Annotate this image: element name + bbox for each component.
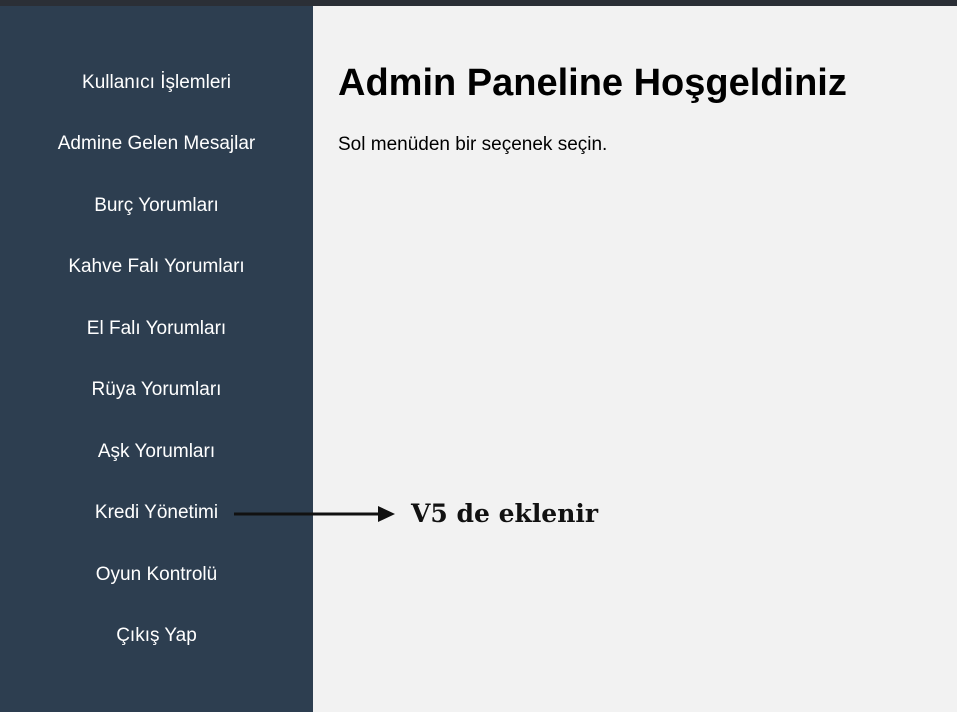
sidebar-item-kullanici-islemleri[interactable]: Kullanıcı İşlemleri (82, 72, 231, 93)
page-title: Admin Paneline Hoşgeldiniz (338, 62, 847, 104)
sidebar-item-ask-yorumlari[interactable]: Aşk Yorumları (97, 441, 216, 462)
sidebar-item-ruya-yorumlari[interactable]: Rüya Yorumları (91, 379, 222, 400)
arrow-right-icon (234, 506, 395, 522)
sidebar-item-el-fali-yorumlari[interactable]: El Falı Yorumları (86, 318, 227, 339)
main-content: Admin Paneline Hoşgeldiniz Sol menüden b… (313, 6, 957, 712)
sidebar-item-kahve-fali-yorumlari[interactable]: Kahve Falı Yorumları (68, 256, 245, 277)
page-subtitle: Sol menüden bir seçenek seçin. (338, 134, 608, 155)
top-border (0, 0, 957, 6)
sidebar: Kullanıcı İşlemleri Admine Gelen Mesajla… (0, 6, 313, 712)
sidebar-item-oyun-kontrolu[interactable]: Oyun Kontrolü (95, 564, 218, 585)
sidebar-item-cikis-yap[interactable]: Çıkış Yap (116, 625, 197, 646)
sidebar-item-burc-yorumlari[interactable]: Burç Yorumları (94, 195, 219, 216)
sidebar-item-kredi-yonetimi[interactable]: Kredi Yönetimi (94, 502, 219, 523)
sidebar-item-admine-gelen-mesajlar[interactable]: Admine Gelen Mesajlar (57, 133, 256, 154)
annotation-label: V5 de eklenir (411, 499, 599, 528)
